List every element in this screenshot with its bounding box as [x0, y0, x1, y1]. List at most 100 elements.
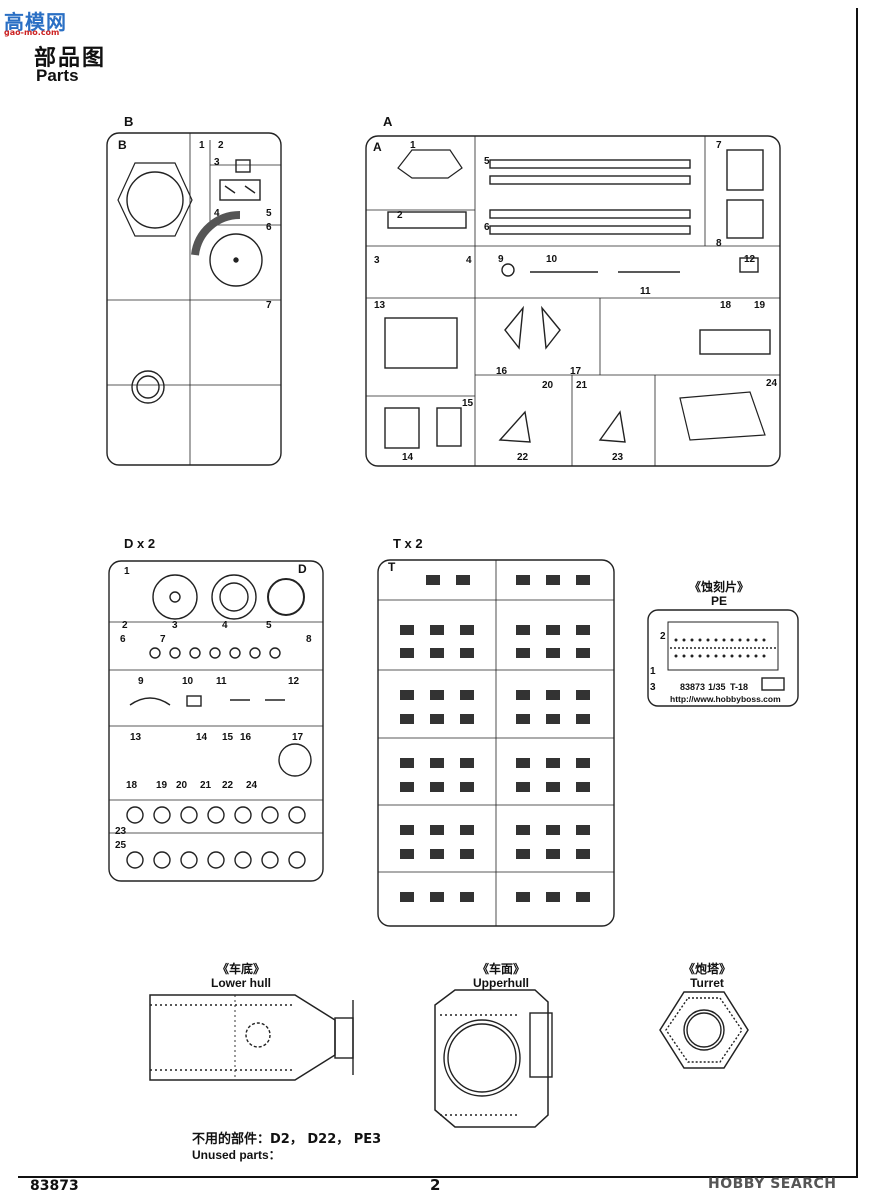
part-number: 8	[716, 238, 722, 249]
sprue-t-corner: T	[388, 560, 396, 574]
part-number: 11	[640, 286, 651, 297]
sprue-d-frame	[108, 560, 324, 882]
part-number: 7	[266, 300, 272, 311]
pe-number: 2	[660, 631, 666, 642]
part-number: 23	[612, 452, 624, 463]
part-number: 1	[124, 566, 130, 577]
part-number: 4	[466, 255, 472, 266]
part-number: 5	[484, 156, 490, 167]
part-number: 18	[720, 300, 732, 311]
part-number: 22	[517, 452, 529, 463]
part-number: 15	[462, 398, 474, 409]
part-number: 15	[222, 732, 234, 743]
part-number: 5	[266, 208, 272, 219]
turret-drawing	[659, 991, 749, 1069]
sprue-a-label: A	[383, 114, 393, 129]
pe-code: 83873	[680, 682, 706, 692]
page-number: 2	[430, 1176, 441, 1194]
part-number: 17	[292, 732, 304, 743]
part-number: 4	[222, 620, 228, 631]
pe-caption-cn: 《蚀刻片》	[688, 580, 749, 594]
part-number: 17	[570, 366, 582, 377]
page-frame	[18, 8, 858, 1178]
lower-hull-caption-en: Lower hull	[211, 976, 271, 990]
part-number: 1	[199, 140, 205, 151]
turret-caption-cn: 《炮塔》	[682, 962, 731, 976]
pe-caption-en: PE	[710, 594, 727, 608]
part-number: 3	[214, 157, 220, 168]
upper-hull-caption-en: Upperhull	[473, 976, 529, 990]
part-number: 12	[288, 676, 300, 687]
sprue-t-track-links	[400, 575, 590, 902]
part-number: 3	[374, 255, 380, 266]
lower-hull-drawing	[149, 994, 354, 1081]
part-number: 13	[374, 300, 386, 311]
footer-product-code: 83873	[30, 1178, 79, 1194]
part-number: 5	[266, 620, 272, 631]
unused-parts-en: Unused parts：	[192, 1148, 281, 1162]
pe-url: http://www.hobbyboss.com	[670, 694, 781, 704]
sprue-d-label: D x 2	[124, 536, 156, 551]
part-number: 20	[542, 380, 554, 391]
pe-fret-dots	[674, 638, 766, 658]
part-number: 6	[120, 634, 126, 645]
part-number: 23	[115, 826, 127, 837]
part-number: 9	[498, 254, 504, 265]
part-number: 12	[744, 254, 756, 265]
upper-hull-drawing	[434, 989, 553, 1128]
lower-hull-caption-cn: 《车底》	[216, 962, 265, 976]
part-number: 24	[766, 378, 778, 389]
part-number: 9	[138, 676, 144, 687]
part-number: 2	[218, 140, 224, 151]
pe-scale: 1/35	[708, 682, 726, 692]
part-number: 16	[240, 732, 252, 743]
part-number: 22	[222, 780, 234, 791]
sprue-d-corner: D	[298, 562, 307, 576]
hobby-search-watermark: HOBBY SEARCH	[708, 1176, 837, 1192]
part-number: 25	[115, 840, 127, 851]
part-number: 7	[716, 140, 722, 151]
part-number: 20	[176, 780, 188, 791]
unused-parts-cn: 不用的部件：D2， D22， PE3	[192, 1132, 382, 1147]
pe-fret-frame	[647, 609, 799, 707]
part-number: 19	[156, 780, 168, 791]
part-number: 11	[216, 676, 227, 687]
part-number: 18	[126, 780, 138, 791]
page-title-en: Parts	[36, 66, 79, 85]
part-number: 14	[402, 452, 414, 463]
page-title-cn: 部品图	[34, 46, 107, 71]
part-number: 19	[754, 300, 766, 311]
pe-number: 1	[650, 666, 656, 677]
part-number: 16	[496, 366, 508, 377]
part-number: 6	[266, 222, 272, 233]
sprue-t-frame	[377, 559, 615, 927]
watermark-url: gao-mo.com	[4, 28, 60, 37]
part-number: 24	[246, 780, 258, 791]
part-number: 10	[182, 676, 194, 687]
part-number: 14	[196, 732, 208, 743]
part-number: 6	[484, 222, 490, 233]
part-number: 4	[214, 208, 220, 219]
sprue-b-corner: B	[118, 138, 127, 152]
part-number: 21	[200, 780, 212, 791]
part-number: 21	[576, 380, 588, 391]
part-number: 2	[122, 620, 128, 631]
watermark-logo: 高模网	[4, 10, 67, 34]
part-number: 2	[397, 210, 403, 221]
sprue-a-frame	[365, 135, 781, 467]
part-number: 3	[172, 620, 178, 631]
upper-hull-caption-cn: 《车面》	[476, 962, 525, 976]
part-number: 10	[546, 254, 558, 265]
part-number: 7	[160, 634, 166, 645]
pe-model: T-18	[730, 682, 749, 692]
pe-number: 3	[650, 682, 656, 693]
sprue-b-frame	[106, 132, 282, 466]
part-number: 1	[410, 140, 416, 151]
sprue-a-corner: A	[373, 140, 382, 154]
sprue-t-label: T x 2	[393, 536, 423, 551]
sprue-b-label: B	[124, 114, 134, 129]
part-number: 8	[306, 634, 312, 645]
part-number: 13	[130, 732, 142, 743]
turret-caption-en: Turret	[690, 976, 724, 990]
